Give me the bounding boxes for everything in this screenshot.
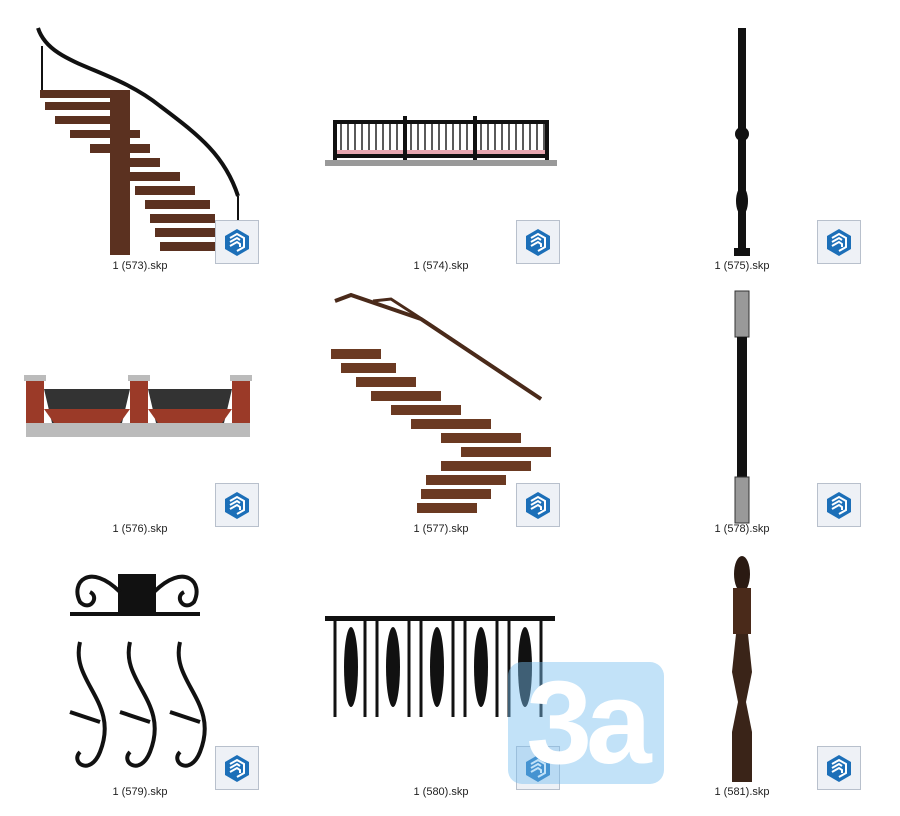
file-name: 1 (574).skp: [413, 260, 469, 272]
file-item[interactable]: 1 (576).skp: [10, 289, 270, 551]
sketchup-icon: [215, 746, 259, 790]
spiral-staircase-thumbnail: [36, 27, 240, 255]
file-item[interactable]: 1 (577).skp: [311, 289, 571, 551]
file-item[interactable]: 1 (575).skp: [612, 26, 872, 288]
file-item[interactable]: 1 (581).skp: [612, 552, 872, 814]
sketchup-icon: [215, 483, 259, 527]
balustrade-railing-thumbnail: [325, 116, 557, 166]
sketchup-icon: [817, 220, 861, 264]
file-name: 1 (579).skp: [112, 786, 168, 798]
file-item[interactable]: 1 (574).skp: [311, 26, 571, 288]
file-name: 1 (576).skp: [112, 523, 168, 535]
file-name: 1 (575).skp: [714, 260, 770, 272]
watermark-logo: 3a: [508, 662, 664, 784]
sketchup-icon: [516, 746, 560, 790]
file-item[interactable]: 1 (579).skp: [10, 552, 270, 814]
file-name: 1 (578).skp: [714, 523, 770, 535]
brick-fence-thumbnail: [24, 375, 252, 437]
file-name: 1 (577).skp: [413, 523, 469, 535]
file-name: 1 (573).skp: [112, 260, 168, 272]
baluster-post-thumbnail: [734, 28, 750, 256]
file-name: 1 (580).skp: [413, 786, 469, 798]
sketchup-icon: [215, 220, 259, 264]
newel-post-thumbnail: [734, 290, 750, 524]
file-item[interactable]: 1 (573).skp: [10, 26, 270, 288]
sketchup-icon: [516, 483, 560, 527]
wooden-staircase-thumbnail: [331, 292, 551, 513]
file-item[interactable]: 1 (578).skp: [612, 289, 872, 551]
wooden-baluster-thumbnail: [732, 556, 752, 782]
file-name: 1 (581).skp: [714, 786, 770, 798]
sketchup-icon: [817, 746, 861, 790]
file-item[interactable]: 1 (580).skp: [311, 552, 571, 814]
iron-railing-thumbnail: [325, 616, 555, 717]
sketchup-icon: [516, 220, 560, 264]
sketchup-icon: [817, 483, 861, 527]
wrought-iron-panel-thumbnail: [69, 574, 207, 768]
